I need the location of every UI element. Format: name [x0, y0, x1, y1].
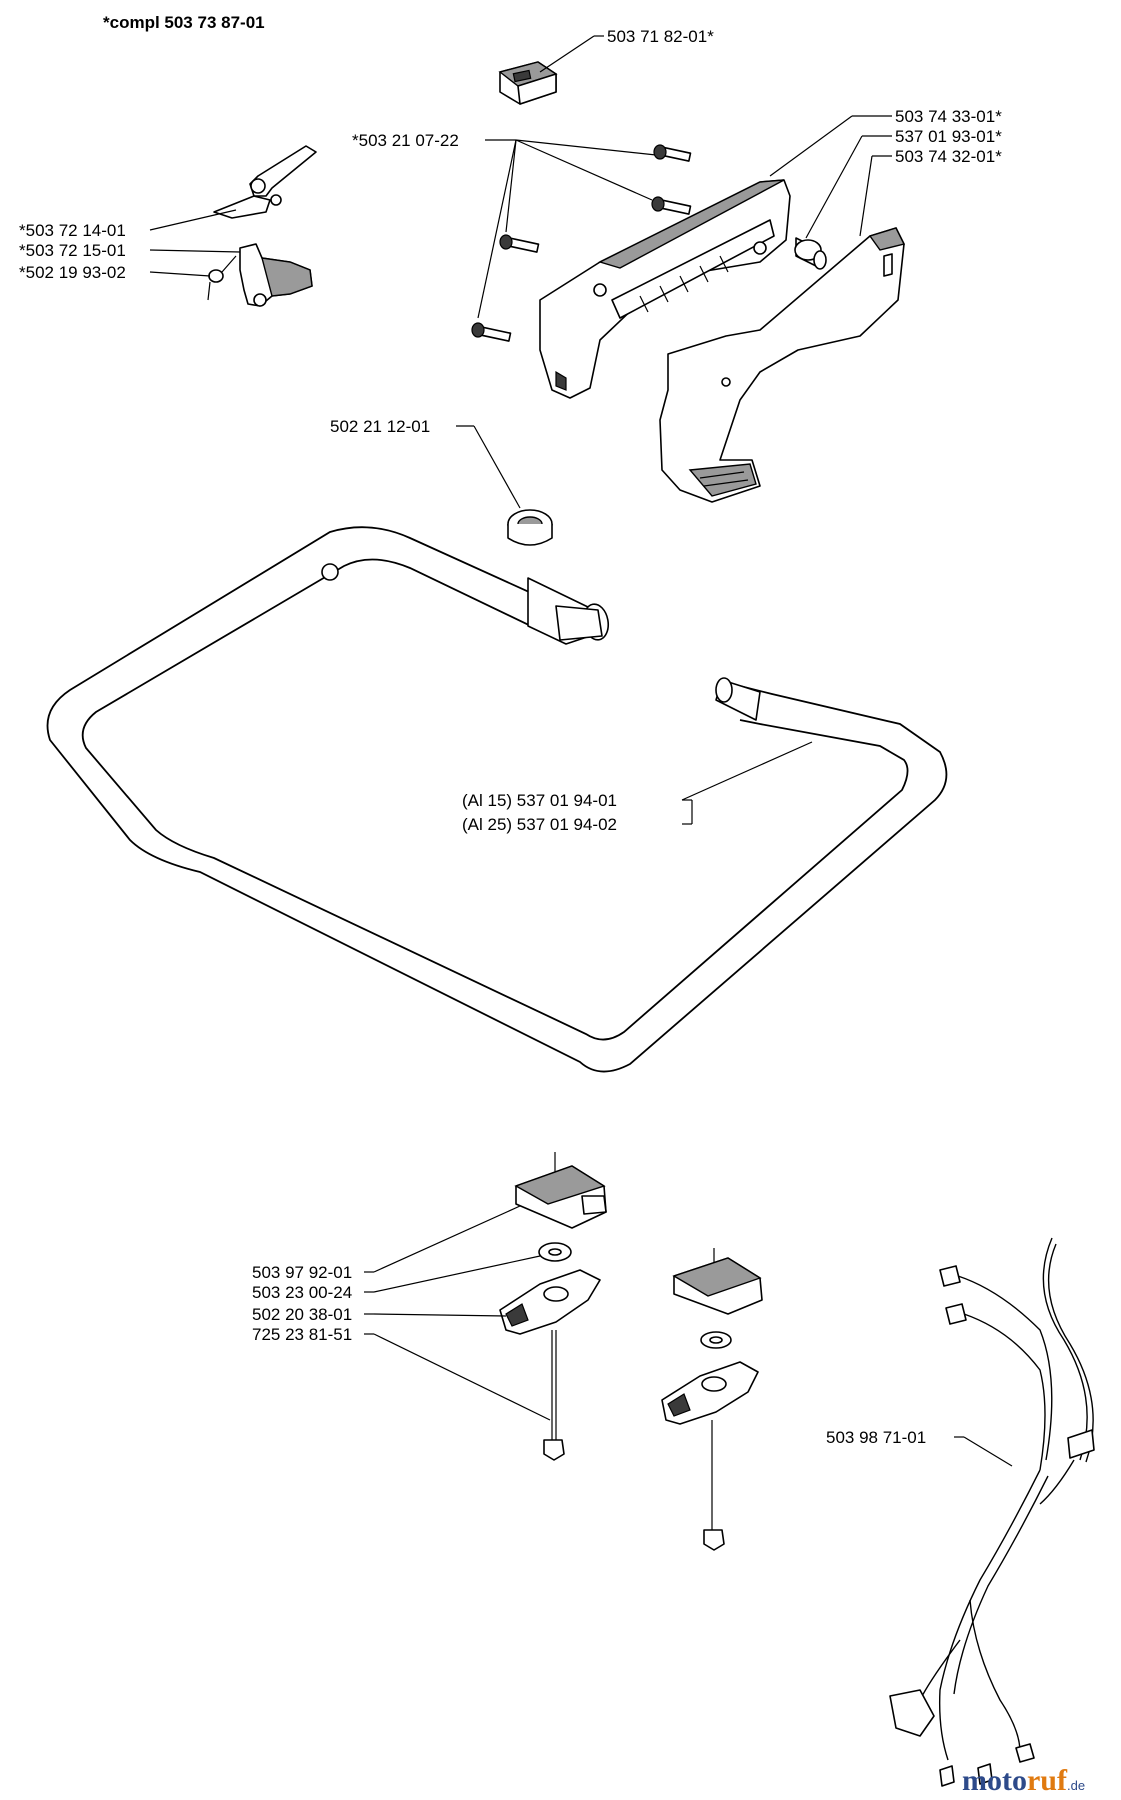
throttle-trigger-part: [149, 243, 313, 307]
label-503-97-92-01: 503 97 92-01: [252, 1263, 352, 1282]
label-502-20-38-01: 502 20 38-01: [252, 1305, 352, 1324]
label-al15: (Al 15) 537 01 94-01: [462, 791, 617, 810]
label-503-72-15-01: *503 72 15-01: [19, 241, 126, 260]
label-al25: (Al 25) 537 01 94-02: [462, 815, 617, 834]
label-502-21-12-01: 502 21 12-01: [330, 417, 430, 436]
handle-half-part: [659, 155, 906, 503]
watermark-logo: motoruf.de: [962, 1764, 1085, 1797]
screws-part: [471, 139, 692, 342]
svg-text:motoruf.de: motoruf.de: [962, 1764, 1085, 1797]
label-503-71-82-01: 503 71 82-01*: [607, 27, 714, 46]
wiring-harness-part: [889, 1237, 1095, 1787]
pin-part: [794, 135, 892, 270]
mount-bracket-part: [364, 1152, 607, 1273]
label-537-01-93-01: 537 01 93-01*: [895, 127, 1002, 146]
throttle-lever-part: [149, 145, 317, 231]
label-503-23-00-24: 503 23 00-24: [252, 1283, 352, 1302]
mount-group-right: [661, 1248, 763, 1551]
label-503-74-32-01: 503 74 32-01*: [895, 147, 1002, 166]
label-502-19-93-02: *502 19 93-02: [19, 263, 126, 282]
label-725-23-81-51: 725 23 81-51: [252, 1325, 352, 1344]
label-503-72-14-01: *503 72 14-01: [19, 221, 126, 240]
label-503-74-33-01: 503 74 33-01*: [895, 107, 1002, 126]
handle-housing-part: [539, 115, 892, 399]
knob-part: [364, 1269, 601, 1335]
label-503-21-07-22: *503 21 07-22: [352, 131, 459, 150]
assembly-title: *compl 503 73 87-01: [103, 13, 265, 32]
bolt-part: [364, 1330, 565, 1461]
frame-tube-part: [46, 526, 948, 1073]
switch-part: [498, 35, 604, 105]
clamp-part: [456, 425, 553, 546]
spring-part: [149, 255, 237, 301]
label-503-98-71-01: 503 98 71-01: [826, 1428, 926, 1447]
washer-part: [364, 1242, 572, 1293]
